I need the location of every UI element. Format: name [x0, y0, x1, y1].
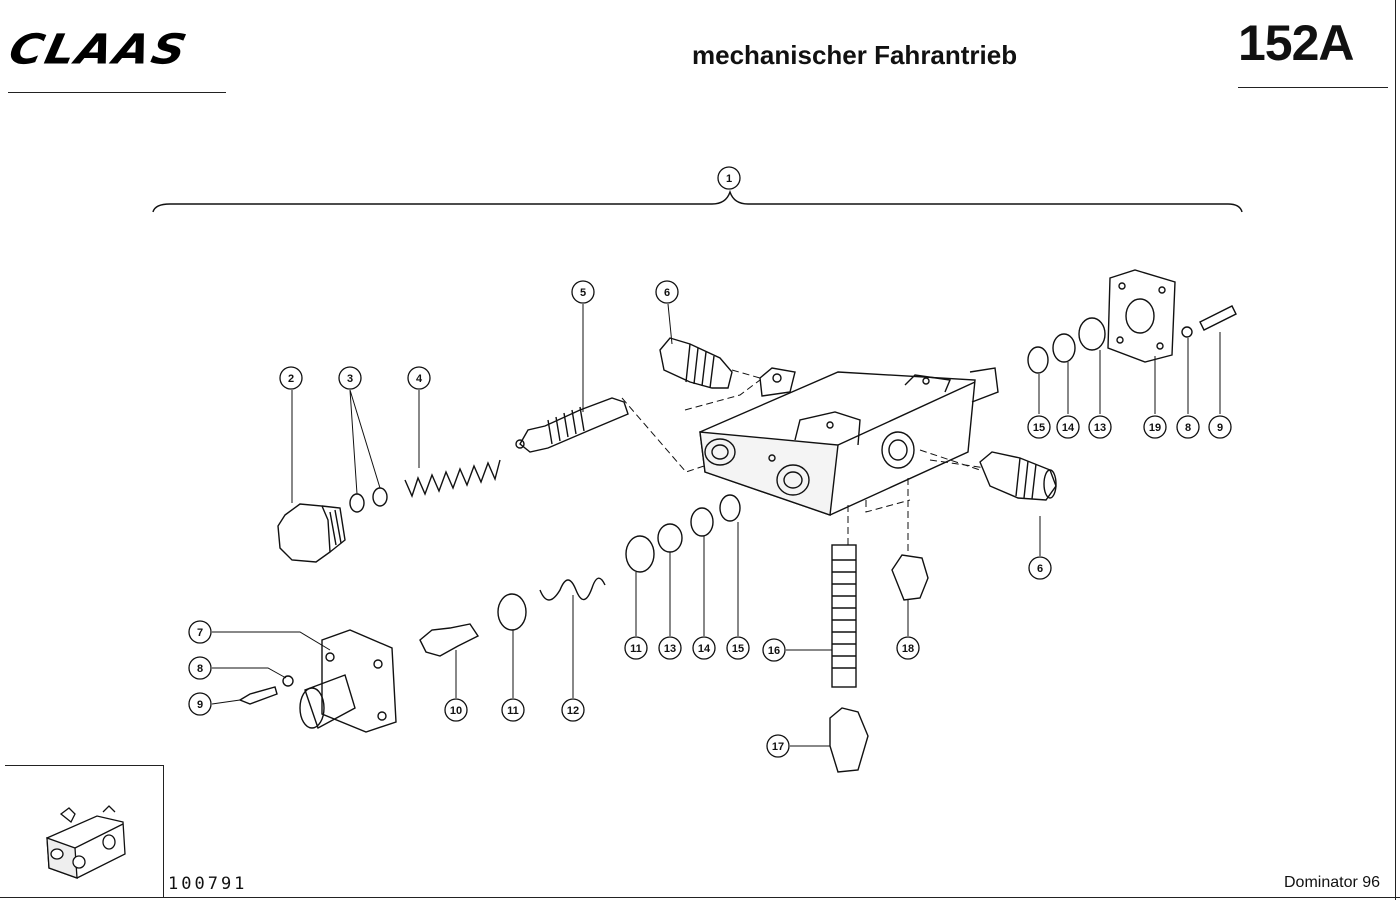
callout-18-label: 18: [902, 643, 914, 655]
callout-14-label: 14: [698, 643, 711, 655]
callout-1-label: 1: [726, 173, 732, 185]
o-ring: [690, 507, 714, 537]
callout-11: [624, 636, 648, 660]
callout-15: [1027, 415, 1051, 439]
callout-9-label: 9: [1217, 422, 1223, 434]
socket-head-screw: [1199, 305, 1237, 331]
callout-14: [1056, 415, 1080, 439]
o-ring: [657, 523, 683, 553]
callout-13: [1088, 415, 1112, 439]
callout-8-label: 8: [197, 663, 203, 675]
callout-15-label: 15: [732, 643, 744, 655]
callout-16: [762, 638, 786, 662]
callout-11-label: 11: [507, 705, 519, 717]
compression-spring-large: [539, 577, 606, 601]
callout-13-label: 13: [1094, 422, 1106, 434]
callout-3-label: 3: [347, 373, 353, 385]
socket-head-screw: [238, 686, 278, 705]
callout-10-label: 10: [450, 705, 462, 717]
callout-9: [188, 692, 212, 716]
callout-2: [279, 366, 303, 390]
callout-7: [188, 620, 212, 644]
callout-13: [658, 636, 682, 660]
callout-2-label: 2: [288, 373, 294, 385]
page-title: mechanischer Fahrantrieb: [692, 40, 1018, 70]
compression-spring: [404, 459, 501, 498]
callout-8-label: 8: [1185, 422, 1191, 434]
callout-9: [1208, 415, 1232, 439]
valve-body: [699, 367, 999, 516]
page-code: 152A: [1238, 15, 1355, 71]
callout-17: [766, 734, 790, 758]
page-code-underline: [1238, 87, 1388, 88]
callout-17-label: 17: [772, 741, 784, 753]
flange-plate: [1107, 269, 1176, 363]
screw-plug: [277, 503, 346, 563]
o-ring: [1052, 333, 1076, 363]
machine-model: Dominator 96: [1284, 874, 1381, 891]
callout-8: [188, 656, 212, 680]
o-ring: [1027, 346, 1049, 374]
threaded-fitting-right: [979, 451, 1057, 501]
callout-12: [561, 698, 585, 722]
callout-14: [692, 636, 716, 660]
callout-7-label: 7: [197, 627, 203, 639]
seal-ring: [349, 493, 365, 513]
callout-11: [501, 698, 525, 722]
callout-6-label: 6: [664, 287, 670, 299]
callout-11-label: 11: [630, 643, 642, 655]
callout-15: [726, 636, 750, 660]
o-ring: [1078, 317, 1106, 351]
callout-19-label: 19: [1149, 422, 1161, 434]
callout-6: [655, 280, 679, 304]
callout-19: [1143, 415, 1167, 439]
fitting-nipple: [891, 554, 929, 601]
callout-8: [1176, 415, 1200, 439]
threaded-fitting-top: [659, 337, 733, 389]
assembly-brace: [152, 189, 1243, 213]
washer: [282, 675, 294, 687]
frame-bottom-border: [0, 897, 1400, 898]
callout-6: [1028, 556, 1052, 580]
seal-ring: [372, 487, 388, 507]
callout-5-label: 5: [580, 287, 586, 299]
callout-18: [896, 636, 920, 660]
sleeve: [625, 535, 655, 573]
callout-4: [407, 366, 431, 390]
logo-underline: [8, 92, 226, 93]
callout-4-label: 4: [416, 373, 423, 385]
frame-right-border: [1395, 0, 1396, 900]
callout-15-label: 15: [1033, 422, 1045, 434]
callout-5: [571, 280, 595, 304]
washer: [1181, 326, 1193, 338]
callout-10: [444, 698, 468, 722]
adjusting-screw: [419, 623, 480, 657]
location-thumbnail: [5, 765, 164, 898]
threaded-rod: [831, 544, 857, 688]
callout-16-label: 16: [768, 645, 780, 657]
o-ring: [719, 494, 741, 522]
valve-thumbnail-icon: [46, 805, 126, 879]
callout-13-label: 13: [664, 643, 676, 655]
cover-cap: [299, 629, 397, 733]
callout-3: [338, 366, 362, 390]
valve-spool: [515, 397, 629, 453]
callout-9-label: 9: [197, 699, 203, 711]
callout-14-label: 14: [1062, 422, 1075, 434]
cap-nut: [829, 707, 869, 773]
callout-12-label: 12: [567, 705, 579, 717]
sleeve: [497, 593, 527, 631]
callout-6-label: 6: [1037, 563, 1043, 575]
document-number: 100791: [168, 874, 248, 894]
callout-1: [717, 166, 741, 190]
